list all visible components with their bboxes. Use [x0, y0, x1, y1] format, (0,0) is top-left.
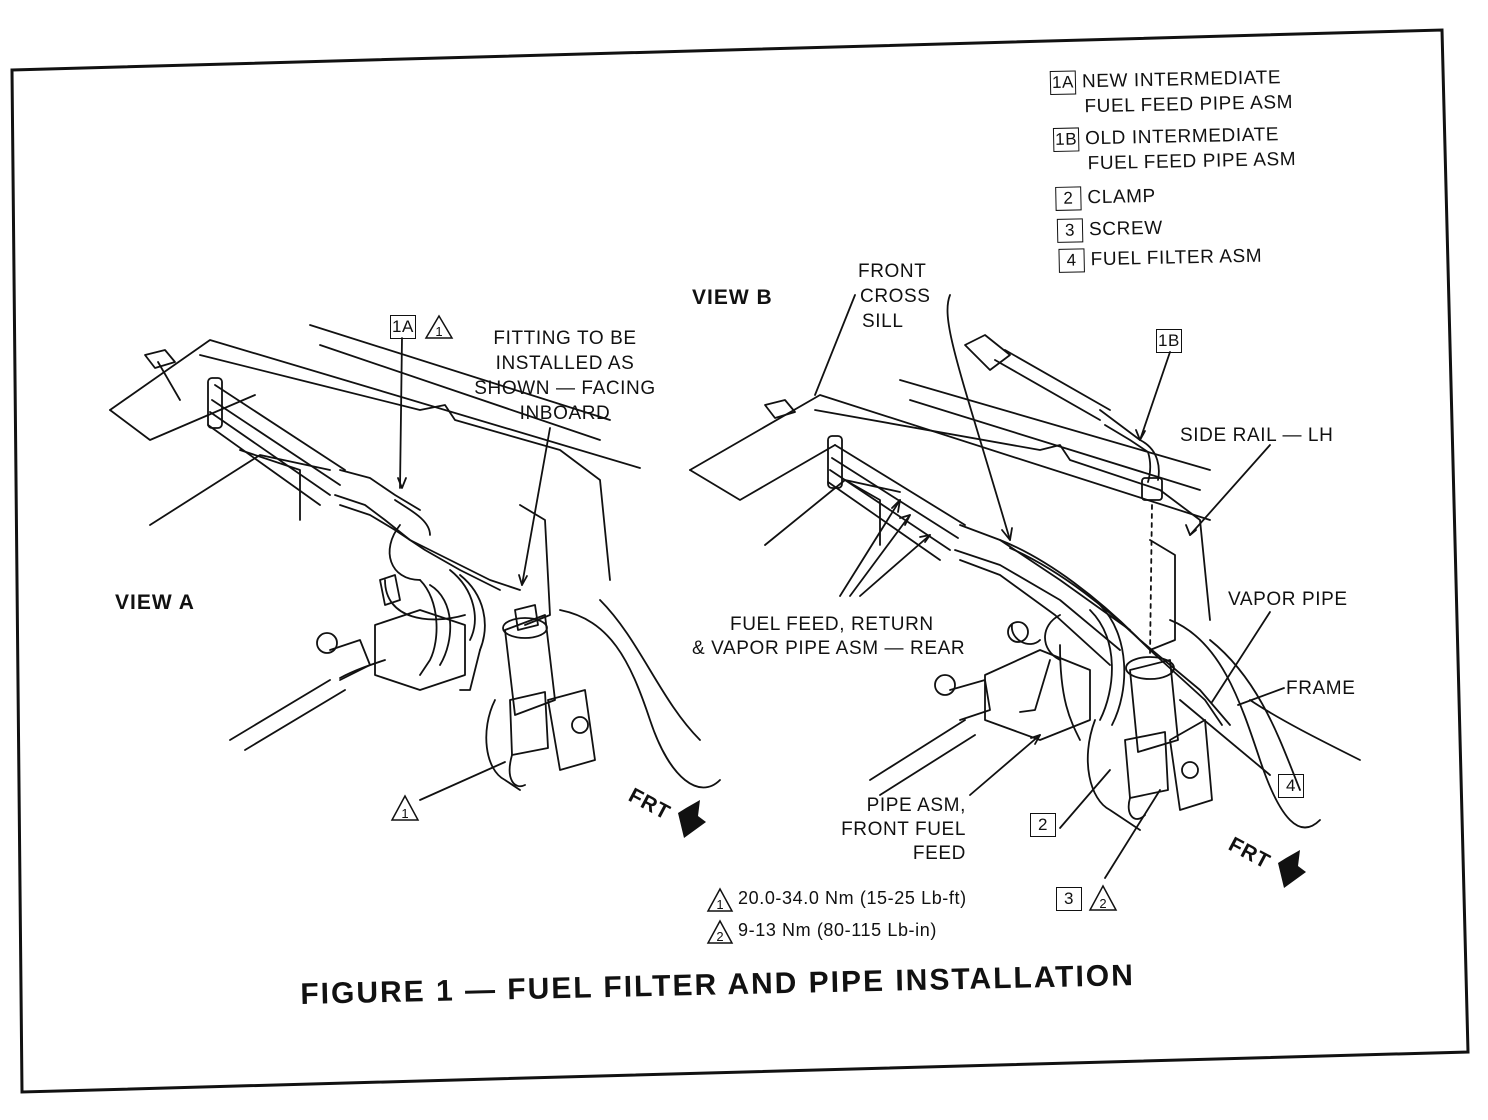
- view-b-callout-1b: 1B: [1156, 328, 1188, 353]
- torque-2-triangle-view-b: 2: [1088, 884, 1118, 911]
- view-b-label: VIEW B: [692, 286, 773, 309]
- view-b-leaders: [814, 294, 1285, 879]
- pipe-asm-front-line2: FRONT FUEL: [841, 819, 966, 840]
- legend-num-4: 4: [1058, 248, 1085, 273]
- front-cross-sill-line3: SILL: [862, 311, 904, 332]
- view-b-filter: [869, 621, 1213, 831]
- view-a-frt-arrow: [678, 800, 706, 838]
- view-a-callout-1a: 1A: [390, 314, 422, 339]
- view-b-callout-3-box: 3: [1056, 886, 1082, 911]
- view-a-frame-rail: [109, 324, 721, 789]
- legend-label-4: FUEL FILTER ASM: [1090, 245, 1263, 271]
- torque-spec-2-text: 9-13 Nm (80-115 Lb-in): [738, 920, 937, 940]
- vapor-pipe-label: VAPOR PIPE: [1228, 589, 1348, 610]
- view-a-leaders: [397, 337, 551, 801]
- front-cross-sill-line2: CROSS: [860, 286, 931, 307]
- torque-spec-2-triangle: 2: [706, 919, 734, 944]
- view-b-callout-4: 4: [1278, 773, 1310, 798]
- fitting-note-line1: FITTING TO BE: [493, 328, 637, 349]
- pipe-asm-front-line3: FEED: [912, 843, 966, 864]
- legend-label-1a-line2: FUEL FEED PIPE ASM: [1084, 91, 1294, 118]
- torque-spec-1-triangle: 1: [706, 887, 734, 912]
- view-b-frame-rail: [689, 379, 1361, 829]
- view-a-label: VIEW A: [115, 591, 195, 614]
- fitting-note-line2: INSTALLED AS: [495, 353, 635, 374]
- torque-1-num-lower: 1: [401, 806, 408, 821]
- torque-1-triangle-view-a: 1: [424, 314, 454, 339]
- legend-label-1b-line2: FUEL FEED PIPE ASM: [1087, 148, 1297, 175]
- torque-spec-1-text: 20.0-34.0 Nm (15-25 Lb-ft): [738, 888, 967, 908]
- view-b-callout-2-box: 2: [1030, 812, 1056, 837]
- view-b-callout-1b-box: 1B: [1156, 328, 1182, 353]
- torque-spec-1-num: 1: [716, 897, 723, 912]
- legend-label-2: CLAMP: [1087, 185, 1157, 209]
- torque-1-triangle-lower: 1: [390, 794, 420, 821]
- side-rail-label: SIDE RAIL — LH: [1180, 425, 1334, 446]
- torque-2-num-view-b: 2: [1099, 896, 1106, 911]
- view-a-filter: [229, 574, 596, 791]
- legend-label-1a-line1: NEW INTERMEDIATE: [1081, 67, 1282, 93]
- fuel-feed-asm-line1: FUEL FEED, RETURN: [730, 614, 934, 635]
- view-b-callout-3: 3: [1056, 886, 1088, 911]
- fuel-feed-asm-line2: & VAPOR PIPE ASM — REAR: [692, 638, 966, 659]
- frame-label: FRAME: [1286, 678, 1356, 699]
- torque-spec-2-num: 2: [716, 929, 723, 944]
- view-b-frt-arrow: [1278, 850, 1306, 888]
- legend-label-1b-line1: OLD INTERMEDIATE: [1084, 124, 1280, 150]
- legend-num-2: 2: [1055, 186, 1082, 211]
- fitting-note-line4: INBOARD: [519, 403, 611, 424]
- legend-num-3: 3: [1056, 218, 1084, 243]
- legend-num-1a: 1A: [1049, 70, 1077, 96]
- view-a-pipes: [207, 377, 521, 691]
- view-b-pipes: [827, 435, 1231, 741]
- legend-label-3: SCREW: [1088, 217, 1163, 241]
- view-b-callout-2: 2: [1030, 812, 1062, 837]
- fitting-note-line3: SHOWN — FACING: [474, 378, 656, 399]
- pipe-asm-front-line1: PIPE ASM,: [866, 795, 966, 816]
- view-b-callout-4-box: 4: [1278, 773, 1304, 798]
- torque-1-num-view-a: 1: [435, 324, 442, 339]
- view-a-callout-1a-box: 1A: [390, 314, 416, 339]
- legend-num-1b: 1B: [1052, 127, 1080, 152]
- front-cross-sill-line1: FRONT: [858, 261, 927, 282]
